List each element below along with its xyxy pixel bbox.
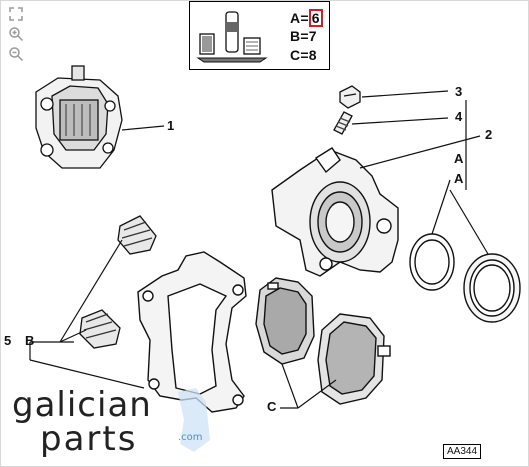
guide-pin-boot-upper[interactable] xyxy=(117,215,157,255)
zoom-out-button[interactable] xyxy=(6,45,26,63)
guide-pin-boot-lower[interactable] xyxy=(79,309,121,349)
callout-3[interactable]: 3 xyxy=(455,84,463,99)
viewer-toolbar xyxy=(6,5,28,65)
inner-brake-pad[interactable] xyxy=(255,277,315,365)
zoom-out-icon xyxy=(9,47,24,62)
logo-word-parts: parts xyxy=(40,419,138,459)
legend-value-c: 8 xyxy=(308,47,317,63)
zoom-in-icon xyxy=(9,27,24,42)
zoom-in-button[interactable] xyxy=(6,25,26,43)
galicianparts-logo: galician parts .com xyxy=(12,385,203,459)
callout-2[interactable]: 2 xyxy=(485,127,493,142)
legend-key-a: A xyxy=(290,10,301,26)
tools-pictogram-icon xyxy=(196,11,268,63)
callout-b[interactable]: B xyxy=(25,333,35,348)
diagram-code-label: AA344 xyxy=(443,444,482,459)
legend-line-a: A=6 xyxy=(290,9,323,27)
legend-value-b: 7 xyxy=(308,28,317,44)
legend-key-c: C xyxy=(290,47,301,63)
dust-boot-ring[interactable] xyxy=(463,253,521,323)
fit-screen-icon xyxy=(9,7,23,21)
caliper-housing-part[interactable] xyxy=(271,147,399,277)
legend-box: A=6 B=7 C=8 xyxy=(189,1,330,70)
caliper-bracket-part[interactable] xyxy=(137,251,247,413)
callout-1[interactable]: 1 xyxy=(167,118,175,133)
logo-domain: .com xyxy=(178,432,203,443)
legend-key-b: B xyxy=(290,28,301,44)
legend-value-a: 6 xyxy=(308,9,323,27)
legend-line-b: B=7 xyxy=(290,28,317,44)
callout-c[interactable]: C xyxy=(267,399,277,414)
piston-seal-ring[interactable] xyxy=(409,233,455,291)
caliper-assembly-part[interactable] xyxy=(35,65,123,169)
outer-brake-pad[interactable] xyxy=(317,313,391,405)
bleed-screw-part[interactable] xyxy=(333,111,353,135)
callout-5[interactable]: 5 xyxy=(4,333,12,348)
legend-line-c: C=8 xyxy=(290,47,317,63)
logo-watermark-shape xyxy=(178,388,210,452)
logo-word-galician: galician xyxy=(12,385,152,425)
callout-4[interactable]: 4 xyxy=(455,109,463,124)
callout-a-upper[interactable]: A xyxy=(454,151,464,166)
callout-a-lower[interactable]: A xyxy=(454,171,464,186)
fit-screen-button[interactable] xyxy=(6,5,26,23)
bleed-screw-cap-part[interactable] xyxy=(339,85,361,109)
